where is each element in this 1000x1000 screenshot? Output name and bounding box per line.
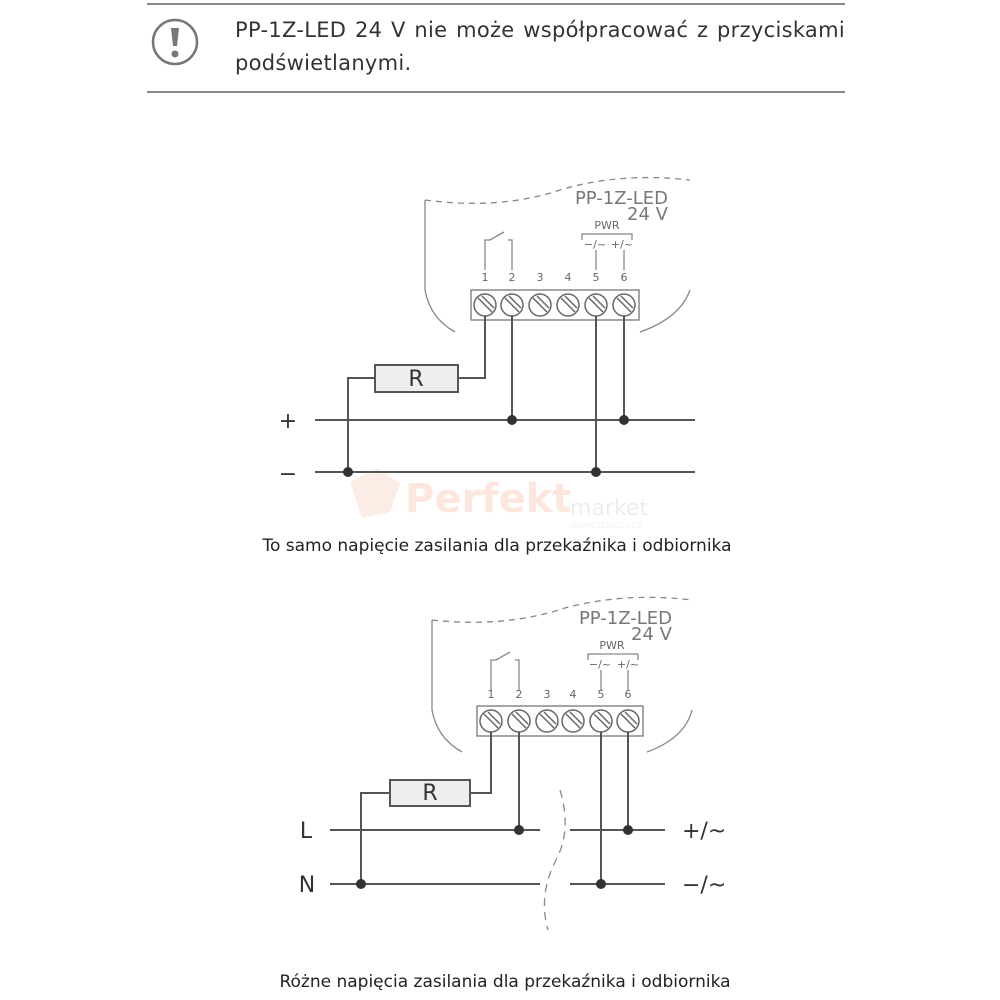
diagram-label: +/~ [617,658,639,671]
terminal-block [470,289,640,321]
top-divider [147,3,845,5]
watermark: Perfekt market OŚWIETLENIE LED [350,468,648,530]
diagram-label: PP-1Z-LED [575,188,668,209]
diagram-shape [356,825,633,889]
diagram-shape [350,468,400,518]
device-housing [424,200,691,333]
diagram-shape [151,18,199,66]
diagram-shape [347,316,625,472]
diagram-label: PWR [599,639,625,652]
diagram-label: market [570,496,648,521]
diagram-label: PP-1Z-LED [579,608,672,629]
caption: To samo napięcie zasilania dla przekaźni… [261,536,731,556]
terminal-screws [473,293,636,317]
diagram-label: PWR [594,219,620,232]
diagram-shape [424,176,691,204]
diagram-shape [591,467,601,477]
diagram-shape [623,825,633,835]
diagram-label: OŚWIETLENIE LED [570,519,643,530]
diagram-label: 6 [621,271,628,284]
terminal-numbers: 1 2 3 4 5 6 [482,271,628,284]
diagram-label: 1 [488,688,495,701]
supply-lines [330,829,665,885]
diagram-label: 5 [598,688,605,701]
diagram-shape [581,233,633,240]
diagram-shape [477,295,634,313]
diagram-label: 24 V [631,624,673,645]
caption: Różne napięcia zasilania dla przekaźnika… [279,972,730,992]
relay-contact [490,651,629,690]
resistor [374,364,459,393]
diagram-label: 24 V [627,204,669,225]
diagram-shape [431,596,693,623]
resistor [389,779,471,807]
diagram-label: 1 [482,271,489,284]
bottom-divider [147,91,845,93]
diagram-label: +/~ [682,819,726,844]
relay-contact [484,231,625,270]
diagram-label: R [422,781,437,806]
diagram-label: R [408,367,423,392]
diagram-shape [507,415,517,425]
terminal-block [476,705,644,737]
diagram-label: + [279,409,297,434]
separation-break [543,789,566,931]
diagram-label: +/~ [611,238,633,251]
diagram-label: 4 [570,688,577,701]
terminal-screws [479,709,640,733]
diagram-shape [171,28,179,46]
diagram-label: −/~ [682,873,726,898]
diagram-shape [356,879,366,889]
diagram-shape [171,50,179,58]
warning-note: PP-1Z-LED 24 V nie może współpracować z … [235,18,845,75]
diagram-label: − [279,462,297,487]
diagram-label: 4 [565,271,572,284]
diagram-label: −/~ [584,238,606,251]
diagram-label: 2 [516,688,523,701]
diagram-shape [483,711,638,729]
device-housing [431,620,693,753]
supply-lines [315,419,695,473]
diagram-label: 3 [537,271,544,284]
diagram-label: −/~ [589,658,611,671]
diagram-shape [587,653,639,660]
diagram-shape [596,879,606,889]
diagram-label: 3 [544,688,551,701]
diagram-shape [343,415,629,477]
diagram-label: N [299,873,315,898]
diagram-label: 5 [593,271,600,284]
diagram-shape [360,732,629,884]
diagram-label: 6 [625,688,632,701]
diagram-label: Perfekt [405,476,571,522]
diagram-shape [514,825,524,835]
diagram-shape [619,415,629,425]
exclamation-circle-icon [151,18,199,66]
diagram-label: 2 [509,271,516,284]
diagram-label: L [300,819,313,844]
diagram-shape [343,467,353,477]
terminal-numbers: 1 2 3 4 5 6 [488,688,632,701]
